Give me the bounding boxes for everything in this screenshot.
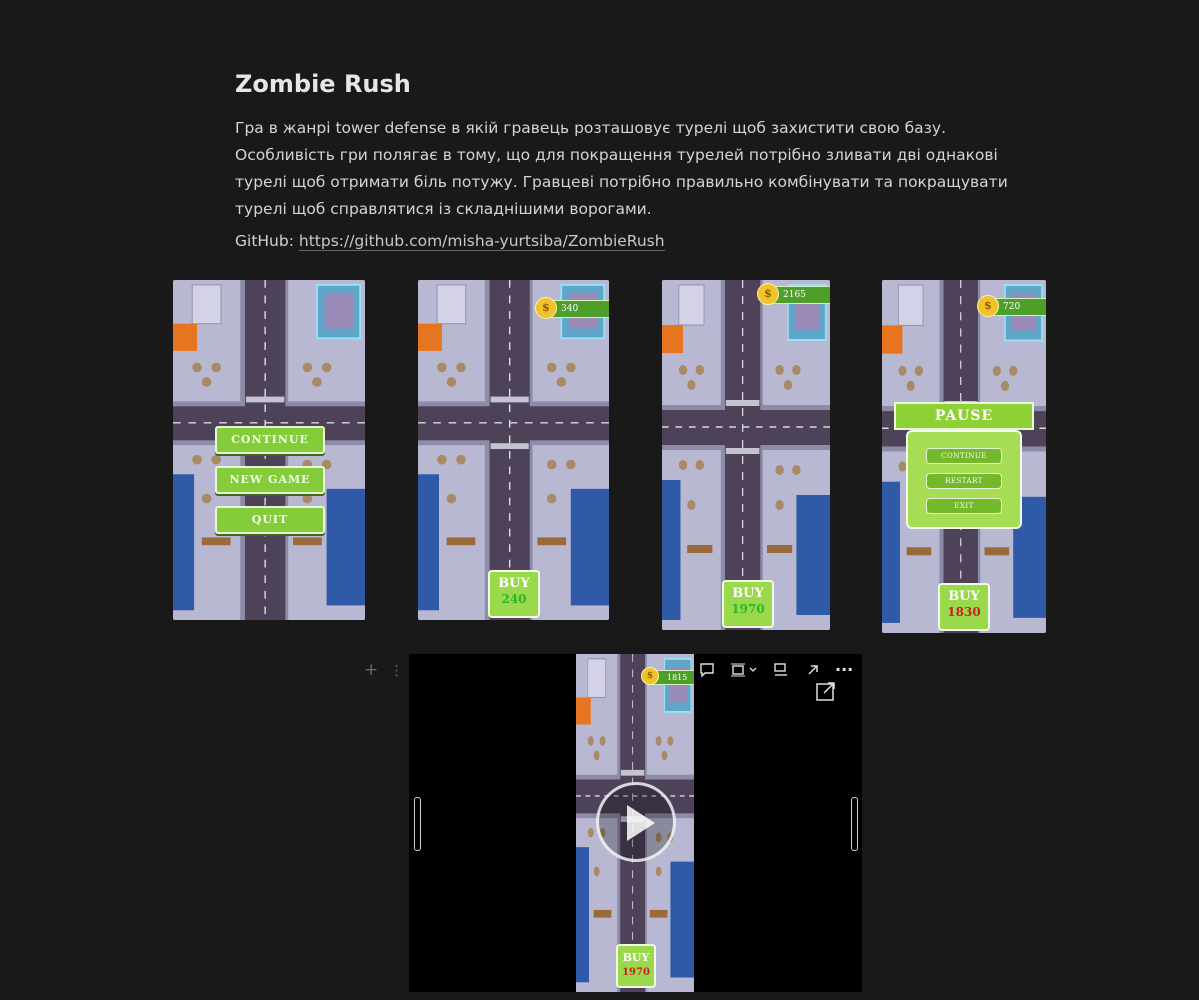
page-title: Zombie Rush [235,70,411,98]
coin-value: 340 [561,304,579,314]
expand-icon[interactable] [815,680,837,706]
coin-value: 1815 [667,673,688,682]
github-line: GitHub: https://github.com/misha-yurtsib… [235,232,665,251]
coin-value: 720 [1003,302,1021,312]
menu-continue-button[interactable]: CONTINUE [215,426,325,454]
comment-icon[interactable] [699,662,715,682]
project-description: Гра в жанрі tower defense в якій гравець… [235,119,1008,218]
coin-counter: $ 2165 [757,283,830,305]
menu-new-game-button[interactable]: NEW GAME [215,466,325,494]
buy-label: BUY [622,951,650,964]
add-block-icon[interactable]: + [364,660,379,680]
play-button[interactable] [596,782,676,862]
coin-icon: $ [977,295,999,317]
open-original-icon[interactable] [805,662,821,682]
buy-price: 1970 [622,967,650,978]
buy-turret-button: BUY 1970 [616,944,656,988]
menu-quit-button[interactable]: QUIT [215,506,325,534]
play-icon [627,805,655,841]
coin-icon: $ [535,297,557,319]
buy-turret-button[interactable]: BUY 240 [488,570,540,618]
game-map [662,280,830,630]
more-icon[interactable]: ··· [835,660,854,679]
game-map [418,280,609,620]
pause-restart-button[interactable]: RESTART [926,473,1002,489]
coin-icon: $ [641,667,659,685]
caption-icon[interactable] [773,662,789,682]
screenshot-gameplay-2: $ 2165 BUY 1970 [662,280,830,630]
coin-icon: $ [757,283,779,305]
github-label: GitHub: [235,232,294,250]
align-icon[interactable] [731,662,759,682]
buy-label: BUY [498,576,530,591]
buy-label: BUY [732,586,764,601]
coin-value: 2165 [783,290,806,300]
buy-price: 240 [501,592,527,606]
resize-handle-right[interactable] [851,797,858,851]
github-link[interactable]: https://github.com/misha-yurtsiba/Zombie… [298,232,665,251]
buy-label: BUY [948,589,980,604]
video-player[interactable]: $ 1815 BUY 1970 ··· [409,654,862,992]
coin-counter: $ 720 [977,295,1046,317]
screenshot-gameplay-1: $ 340 BUY 240 [418,280,609,620]
resize-handle-left[interactable] [414,797,421,851]
pause-continue-button[interactable]: CONTINUE [926,448,1002,464]
coin-counter: $ 340 [535,297,609,319]
buy-price: 1970 [731,602,765,616]
coin-counter: $ 1815 [641,667,694,685]
buy-price: 1830 [947,605,981,619]
buy-turret-button[interactable]: BUY 1970 [722,580,774,628]
screenshot-pause-menu: $ 720 PAUSE CONTINUE RESTART EXIT BUY 18… [882,280,1046,633]
buy-turret-button[interactable]: BUY 1830 [938,583,990,631]
pause-exit-button[interactable]: EXIT [926,498,1002,514]
pause-title: PAUSE [894,402,1034,430]
screenshot-main-menu: CONTINUE NEW GAME QUIT [173,280,365,620]
